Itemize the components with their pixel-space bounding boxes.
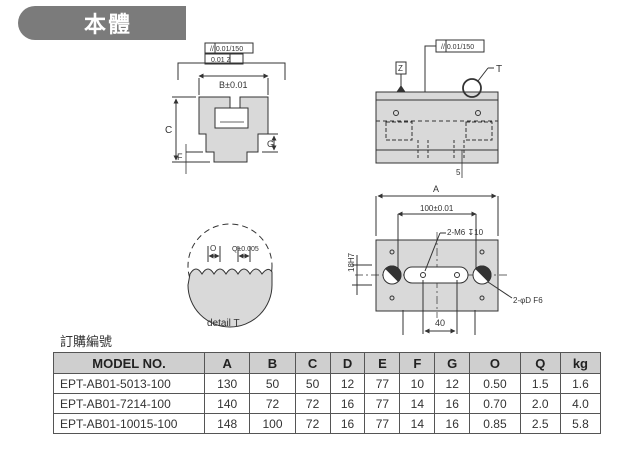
cell-c: 72 [294,393,331,414]
cell-o: 0.70 [469,393,521,414]
dim-c-label: C [165,125,172,136]
table-row: EPT-AB01-5013-100 130 50 50 12 77 10 12 … [53,373,602,394]
cell-b: 50 [249,373,296,394]
cell-model: EPT-AB01-5013-100 [53,373,205,394]
dim-a-label: A [433,184,439,194]
table-header-row: MODEL NO. A B C D E F G O Q kg [53,352,602,374]
detail-caption: detail T [207,318,240,329]
table-row: EPT-AB01-7214-100 140 72 72 16 77 14 16 … [53,393,602,414]
side-parallel-frame: // 0.01/150 [441,44,474,51]
cell-d: 16 [329,413,366,434]
dim-5-label: 5 [456,168,461,177]
dim-h7-label: 18H7 [347,252,356,272]
detail-q-label: Q±0.005 [232,246,259,253]
cell-o: 0.50 [469,373,521,394]
col-kg: kg [559,352,602,374]
cell-kg: 5.8 [559,413,602,434]
cell-model: EPT-AB01-10015-100 [53,413,205,434]
detail-o-label: O [210,244,216,253]
cell-c: 50 [294,373,331,394]
col-o: O [469,352,521,374]
cell-kg: 4.0 [559,393,602,414]
cell-e: 77 [364,393,401,414]
cell-a: 140 [203,393,251,414]
side-view [375,39,499,178]
pin-callout: 2-φD F6 [513,296,543,305]
page-title: 本體 [84,13,133,38]
cell-f: 14 [399,413,436,434]
front-flatness-frame: 0.01 Z [211,57,232,64]
col-model: MODEL NO. [53,352,205,374]
col-g: G [434,352,471,374]
col-c: C [294,352,331,374]
table-row: EPT-AB01-10015-100 148 100 72 16 77 14 1… [53,413,602,434]
col-a: A [203,352,251,374]
spec-table: MODEL NO. A B C D E F G O Q kg EPT-AB01-… [53,352,602,434]
title-banner [18,6,186,40]
cell-q: 2.5 [519,413,561,434]
front-parallel-frame: // 0.01/150 [210,46,243,53]
dim-pitch-label: 100±0.01 [420,204,454,213]
col-b: B [249,352,296,374]
cell-a: 130 [203,373,251,394]
technical-drawing: // 0.01/150 0.01 Z B±0.01 C F G // 0.01/… [165,39,543,335]
cell-g: 12 [434,373,471,394]
dim-b-label: B±0.01 [219,80,247,90]
order-number-label: 訂購編號 [60,335,113,350]
tap-callout: 2-M6 ↧10 [447,228,484,237]
cell-d: 16 [329,393,366,414]
cell-o: 0.85 [469,413,521,434]
cell-e: 77 [364,373,401,394]
cell-e: 77 [364,413,401,434]
cell-d: 12 [329,373,366,394]
cell-b: 100 [249,413,296,434]
cell-g: 16 [434,413,471,434]
dim-f-label: F [177,152,183,162]
cell-b: 72 [249,393,296,414]
col-e: E [364,352,401,374]
cell-q: 2.0 [519,393,561,414]
cell-q: 1.5 [519,373,561,394]
detail-t-ref: T [496,64,502,75]
front-view [172,42,286,174]
col-f: F [399,352,436,374]
dim-40-label: 40 [435,318,445,328]
cell-model: EPT-AB01-7214-100 [53,393,205,414]
col-d: D [329,352,366,374]
cell-kg: 1.6 [559,373,602,394]
cell-f: 10 [399,373,436,394]
cell-f: 14 [399,393,436,414]
top-view [352,193,513,335]
detail-t-view [187,223,273,328]
dim-g-label: G [267,139,274,149]
datum-z-label: Z [398,64,403,73]
cell-a: 148 [203,413,251,434]
col-q: Q [519,352,561,374]
cell-g: 16 [434,393,471,414]
cell-c: 72 [294,413,331,434]
